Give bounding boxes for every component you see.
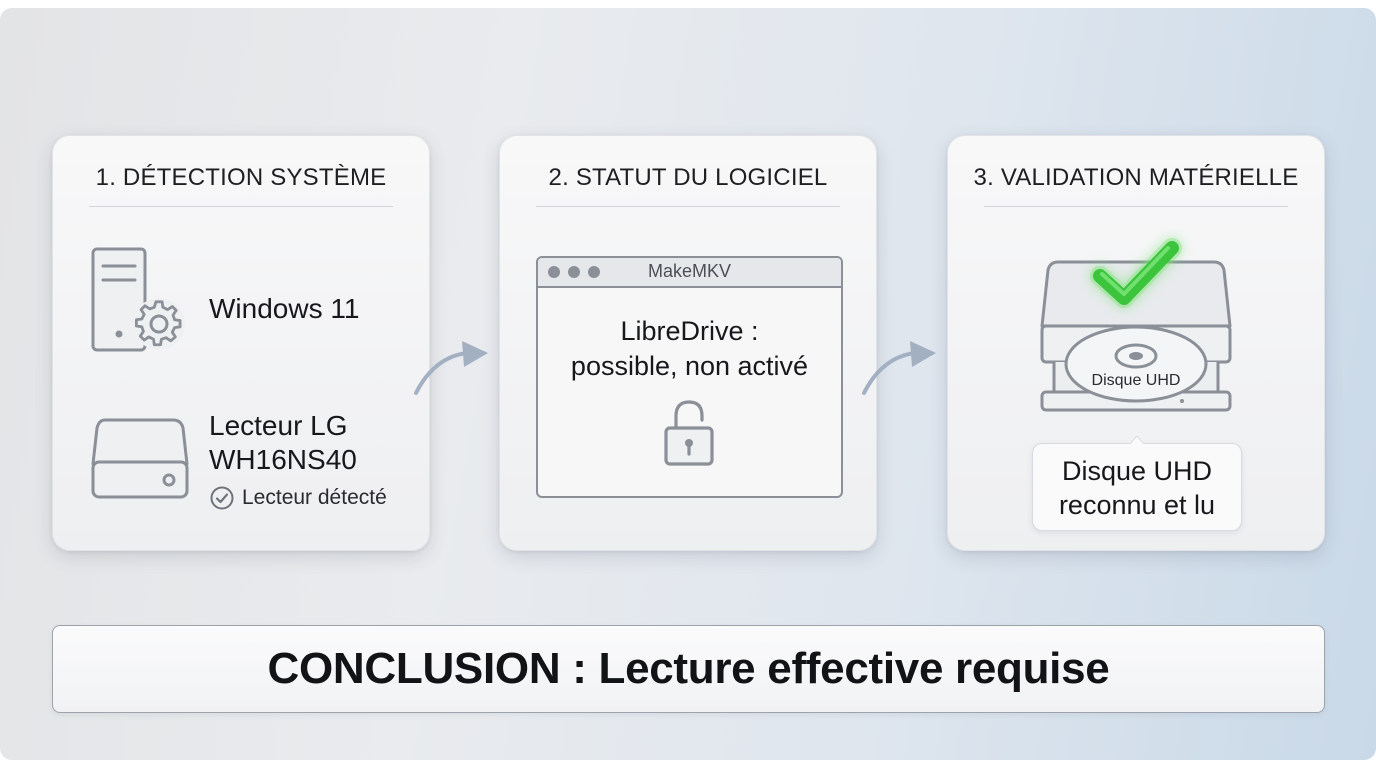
drive-model-line1: Lecteur LG bbox=[209, 410, 348, 441]
step-title: 2. STATUT DU LOGICIEL bbox=[548, 164, 828, 191]
os-label: Windows 11 bbox=[209, 293, 360, 324]
callout-pointer bbox=[1129, 435, 1145, 445]
divider bbox=[984, 206, 1288, 207]
divider bbox=[536, 206, 840, 207]
window-dot-icon bbox=[568, 266, 580, 278]
computer-tower-gear-icon bbox=[91, 247, 185, 352]
status-line2: possible, non activé bbox=[570, 351, 809, 381]
conclusion-text: CONCLUSION : Lecture effective requise bbox=[267, 644, 1110, 693]
drive-model-line2: WH16NS40 bbox=[209, 444, 357, 475]
diagram-canvas: 1. DÉTECTION SYSTÈME Windows 11 Lecteur … bbox=[0, 8, 1376, 760]
result-callout: Disque UHD reconnu et lu bbox=[1032, 435, 1242, 531]
app-name: MakeMKV bbox=[647, 261, 732, 281]
disc-label: Disque UHD bbox=[1091, 372, 1181, 389]
result-line1: Disque UHD bbox=[1061, 456, 1213, 486]
step-card-hardware-validation: 3. VALIDATION MATÉRIELLE Disque UHD bbox=[947, 135, 1325, 551]
flow-arrow-icon bbox=[414, 341, 488, 395]
step-card-system-detection: 1. DÉTECTION SYSTÈME Windows 11 Lecteur … bbox=[52, 135, 430, 551]
step-card-software-status: 2. STATUT DU LOGICIEL MakeMKV LibreDrive… bbox=[499, 135, 877, 551]
window-dot-icon bbox=[588, 266, 600, 278]
step-title: 3. VALIDATION MATÉRIELLE bbox=[973, 164, 1299, 191]
unlocked-padlock-icon bbox=[664, 400, 714, 466]
result-line2: reconnu et lu bbox=[1058, 490, 1216, 520]
conclusion-banner: CONCLUSION : Lecture effective requise bbox=[52, 625, 1325, 713]
check-circle-icon bbox=[210, 486, 234, 510]
step-title: 1. DÉTECTION SYSTÈME bbox=[95, 164, 387, 191]
app-titlebar: MakeMKV bbox=[538, 258, 841, 288]
libredrive-status: LibreDrive : possible, non activé bbox=[538, 314, 841, 384]
drive-status: Lecteur détecté bbox=[242, 486, 387, 509]
green-checkmark-icon bbox=[1090, 238, 1182, 308]
flow-arrow-icon bbox=[862, 341, 936, 395]
app-window: MakeMKV LibreDrive : possible, non activ… bbox=[536, 256, 843, 498]
divider bbox=[89, 206, 393, 207]
drive-icon bbox=[91, 418, 189, 499]
window-dot-icon bbox=[548, 266, 560, 278]
status-line1: LibreDrive : bbox=[620, 316, 759, 346]
